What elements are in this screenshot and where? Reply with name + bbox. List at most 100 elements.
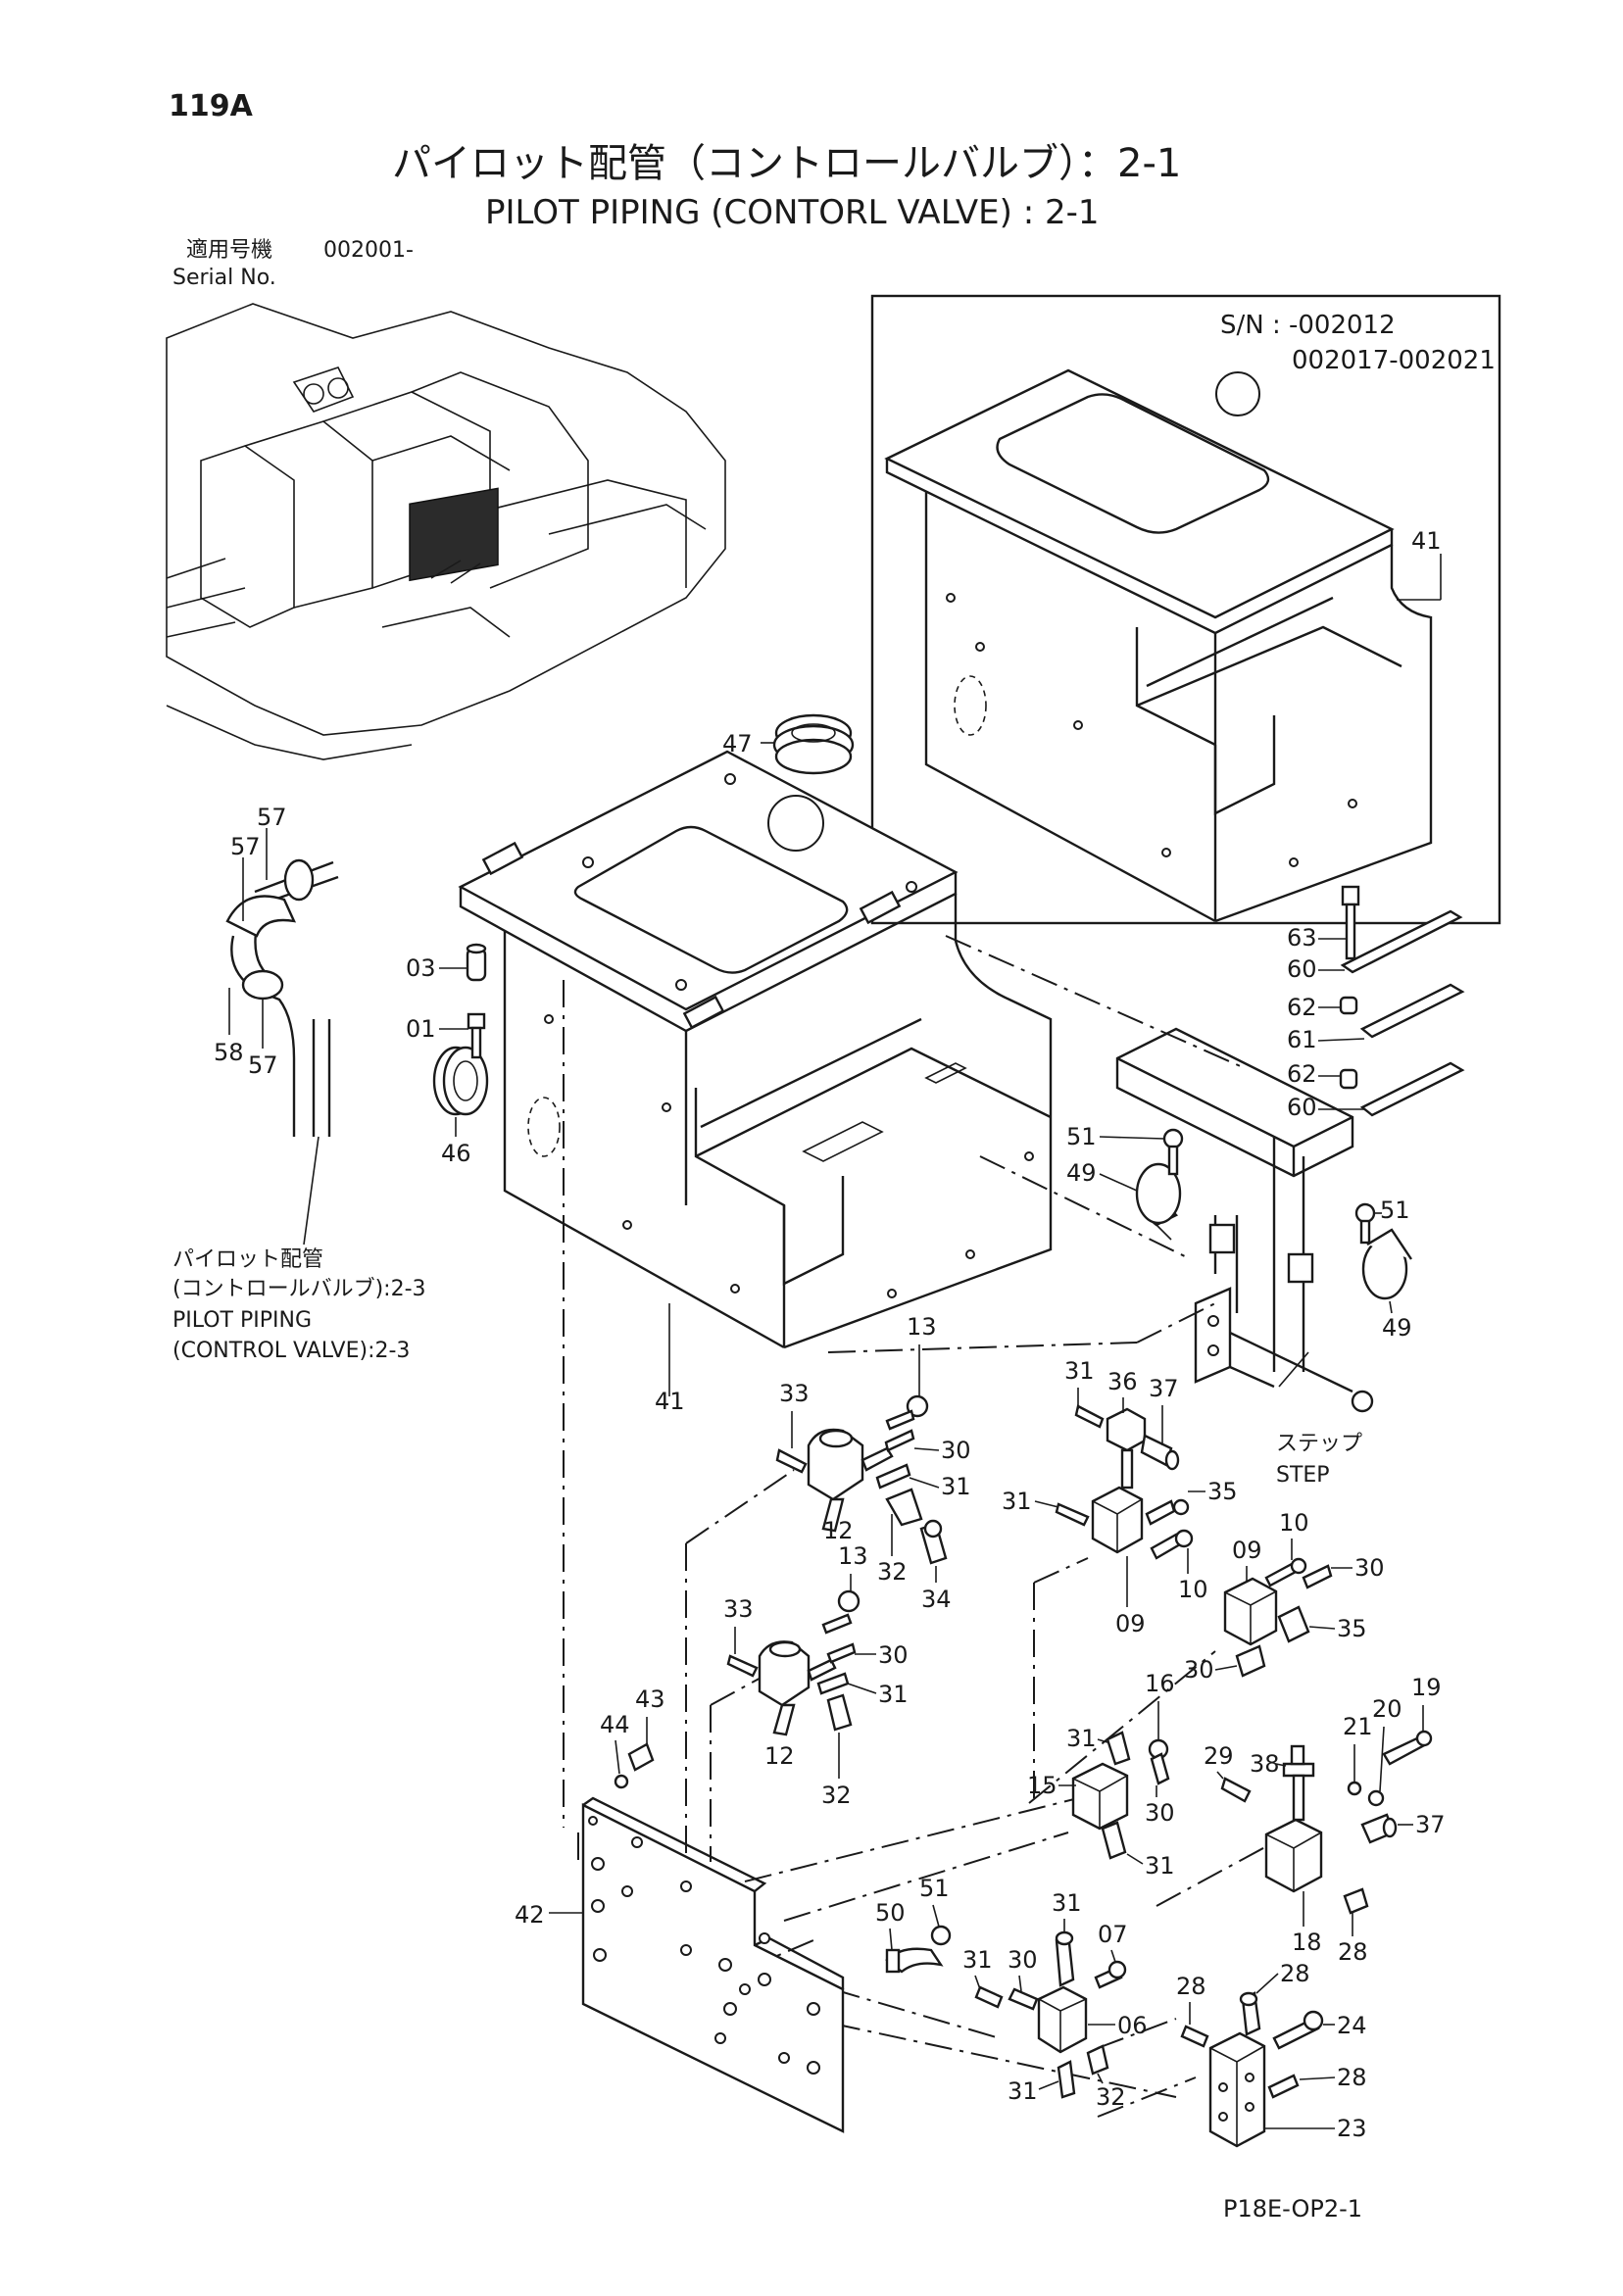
part-label-23: 23 — [1337, 2115, 1367, 2142]
part-label-21: 21 — [1343, 1713, 1373, 1740]
part-label-62-b: 62 — [1287, 1060, 1317, 1088]
ref-text-en-1: PILOT PIPING — [172, 1308, 312, 1333]
ref-text-jp-2: (コントロールバルブ):2-3 — [172, 1277, 426, 1301]
ref-text-jp-1: パイロット配管 — [172, 1247, 323, 1272]
block-06: 31 07 31 30 06 31 32 — [962, 1889, 1148, 2111]
inset-serial-1: S/N : -002012 — [1220, 311, 1396, 340]
part-label-35-a: 35 — [1207, 1478, 1238, 1505]
part-label-31-i: 31 — [1008, 2077, 1038, 2105]
part-label-37-b: 37 — [1415, 1811, 1446, 1838]
part-label-46: 46 — [441, 1140, 471, 1167]
part-label-57-c: 57 — [248, 1051, 278, 1079]
part-label-28-b: 28 — [1176, 1973, 1206, 2000]
part-label-42: 42 — [515, 1901, 545, 1929]
part-label-31-b: 31 — [878, 1681, 909, 1708]
drawing-code: P18E-OP2-1 — [1223, 2195, 1362, 2223]
part-label-31-h: 31 — [962, 1946, 993, 1974]
part-label-28-a: 28 — [1338, 1938, 1368, 1966]
part-label-49-b: 49 — [1382, 1314, 1412, 1342]
part-label-43: 43 — [635, 1685, 665, 1713]
part-label-50: 50 — [875, 1899, 906, 1927]
part-label-13-a: 13 — [907, 1313, 937, 1341]
part-label-30-d: 30 — [1184, 1656, 1214, 1684]
part-label-60-a: 60 — [1287, 955, 1317, 983]
block-23: 28 28 24 28 23 — [1176, 1960, 1367, 2148]
part-label-41: 41 — [655, 1388, 685, 1415]
part-label-32-c: 32 — [1096, 2083, 1126, 2111]
part-label-32-a: 32 — [877, 1558, 908, 1586]
routing-lines — [563, 935, 1275, 2118]
part-label-29: 29 — [1204, 1742, 1234, 1770]
part-label-49-a: 49 — [1066, 1159, 1097, 1187]
part-label-01: 01 — [406, 1015, 436, 1043]
title-english: PILOT PIPING (CONTORL VALVE) : 2-1 — [485, 193, 1100, 232]
part-label-28-d: 28 — [1337, 2064, 1367, 2091]
part-label-03: 03 — [406, 954, 436, 982]
part-label-06: 06 — [1117, 2012, 1148, 2039]
part-label-62-a: 62 — [1287, 994, 1317, 1021]
block-15: 31 16 15 30 31 — [1027, 1670, 1175, 1880]
ref-text-en-2: (CONTROL VALVE):2-3 — [172, 1339, 410, 1363]
block-18: 29 38 21 20 19 37 18 28 — [1204, 1674, 1446, 1966]
part-label-47: 47 — [722, 730, 753, 757]
part-label-20: 20 — [1372, 1695, 1402, 1723]
part-label-15: 15 — [1027, 1772, 1057, 1799]
collar-03-bolt-01: 03 01 — [406, 943, 487, 1059]
part-label-30-e: 30 — [1145, 1799, 1175, 1827]
part-label-12-b: 12 — [764, 1742, 795, 1770]
part-label-31-a: 31 — [941, 1473, 971, 1500]
part-label-51-b: 51 — [1380, 1197, 1410, 1224]
part-label-31-f: 31 — [1145, 1852, 1175, 1880]
serial-label-jp: 適用号機 — [186, 238, 272, 263]
clip-50: 50 51 — [875, 1875, 952, 1974]
part-label-12-a: 12 — [823, 1517, 854, 1544]
part-label-09-a: 09 — [1115, 1610, 1146, 1637]
grommet-47: 47 — [722, 713, 855, 775]
step-bracket: 63 60 62 61 62 60 51 49 51 49 — [1066, 885, 1465, 1488]
part-label-30-a: 30 — [941, 1437, 971, 1464]
serial-value: 002001- — [323, 238, 414, 263]
part-label-41-inset: 41 — [1411, 527, 1442, 555]
part-label-18: 18 — [1292, 1929, 1322, 1956]
plate-42: 42 44 43 — [515, 1685, 845, 2133]
inset-serial-2: 002017-002021 — [1292, 346, 1496, 375]
part-label-57-b: 57 — [230, 833, 261, 860]
grommet-46: 46 — [432, 1046, 489, 1167]
hose-assembly: 57 57 58 57 — [214, 804, 339, 1246]
part-label-32-b: 32 — [821, 1782, 852, 1809]
part-label-33-b: 33 — [723, 1595, 754, 1623]
step-label-jp: ステップ — [1276, 1432, 1362, 1456]
valve-block-12-upper: 13 33 30 31 12 32 34 — [775, 1313, 971, 1613]
part-label-28-c: 28 — [1280, 1960, 1310, 1987]
part-label-30-c: 30 — [1354, 1554, 1385, 1582]
part-label-07: 07 — [1098, 1921, 1128, 1948]
part-label-31-e: 31 — [1066, 1725, 1097, 1752]
part-label-57-a: 57 — [257, 804, 287, 831]
part-label-37-a: 37 — [1149, 1375, 1179, 1402]
part-label-10-b: 10 — [1279, 1509, 1309, 1537]
serial-label-en: Serial No. — [172, 266, 276, 290]
part-label-44: 44 — [600, 1711, 630, 1738]
part-label-60-b: 60 — [1287, 1094, 1317, 1121]
part-label-35-b: 35 — [1337, 1615, 1367, 1642]
part-label-13-b: 13 — [838, 1542, 868, 1570]
part-label-24: 24 — [1337, 2012, 1367, 2039]
part-label-10-a: 10 — [1178, 1576, 1208, 1603]
part-label-61: 61 — [1287, 1026, 1317, 1053]
part-label-33-a: 33 — [779, 1380, 810, 1407]
part-label-31-g: 31 — [1052, 1889, 1082, 1917]
part-label-31-c: 31 — [1064, 1357, 1095, 1385]
block-09-upper: 31 36 37 35 31 10 09 — [1002, 1357, 1238, 1637]
part-label-34: 34 — [921, 1586, 952, 1613]
part-label-63: 63 — [1287, 924, 1317, 952]
part-label-38: 38 — [1250, 1750, 1280, 1778]
inset-variant: S/N : -002012 002017-002021 41 — [870, 294, 1501, 925]
cover-box-41: 41 — [458, 750, 1053, 1415]
block-09-right: 09 10 30 35 30 — [1184, 1509, 1385, 1684]
part-label-36: 36 — [1107, 1368, 1138, 1395]
part-label-31-d: 31 — [1002, 1488, 1032, 1515]
part-label-30-f: 30 — [1008, 1946, 1038, 1974]
part-label-16: 16 — [1145, 1670, 1175, 1697]
part-label-19: 19 — [1411, 1674, 1442, 1701]
